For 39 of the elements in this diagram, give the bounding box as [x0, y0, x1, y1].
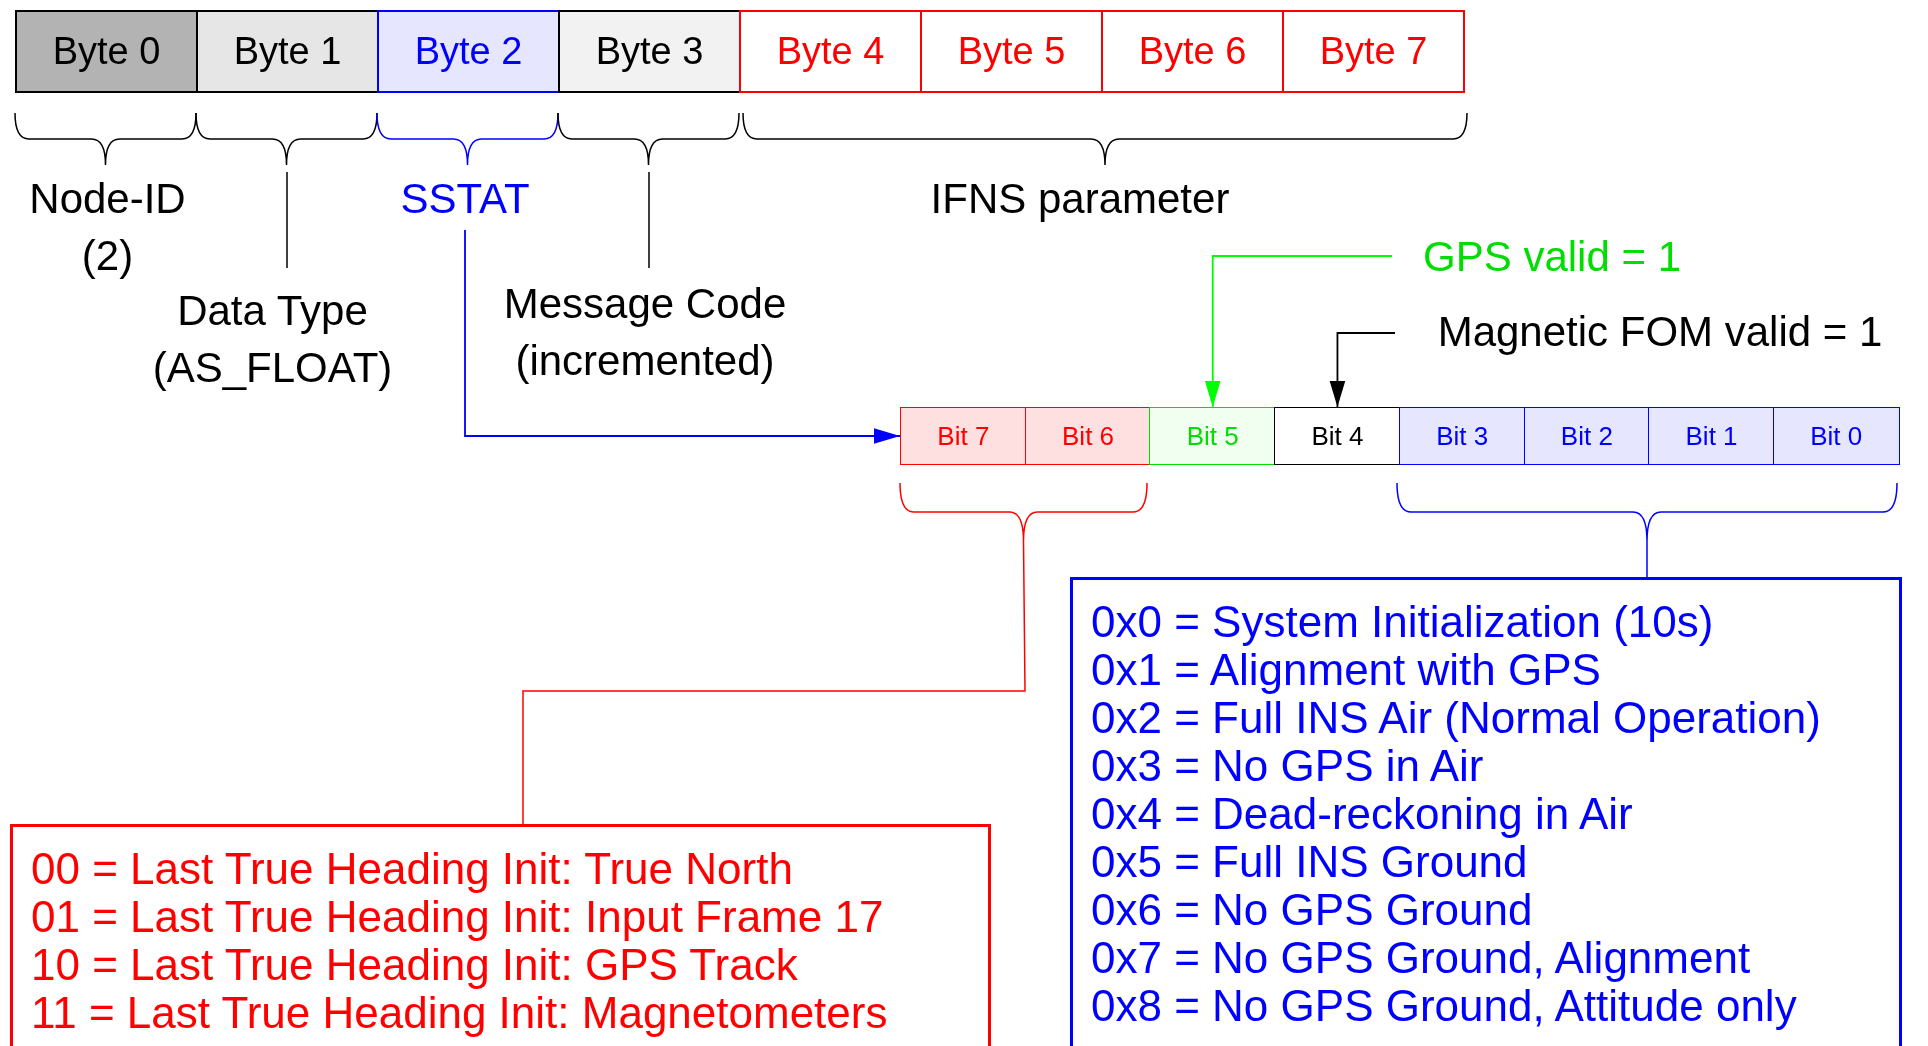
byte-cell: Byte 0	[15, 10, 198, 93]
code-line: 0x6 = No GPS Ground	[1091, 886, 1534, 934]
field-label: GPS valid = 1	[1392, 228, 1712, 284]
arrow	[1329, 332, 1396, 408]
field-label: Message Code (incremented)	[470, 275, 820, 395]
code-line: 0x2 = Full INS Air (Normal Operation)	[1091, 694, 1822, 742]
byte-cell: Byte 1	[196, 10, 379, 93]
code-line: 0x3 = No GPS in Air	[1091, 742, 1484, 790]
bit-cell: Bit 5	[1149, 407, 1277, 465]
code-line: 0x7 = No GPS Ground, Alignment	[1091, 934, 1752, 982]
bit-cell: Bit 7	[900, 407, 1027, 465]
code-line: 0x5 = Full INS Ground	[1091, 838, 1529, 886]
code-line: 0x0 = System Initialization (10s)	[1091, 598, 1715, 646]
code-line: 11 = Last True Heading Init: Magnetometers	[31, 989, 889, 1037]
bit-cell: Bit 1	[1648, 407, 1775, 465]
note-box	[1070, 577, 1902, 1046]
bit-cell: Bit 2	[1523, 407, 1651, 465]
bit-cell: Bit 4	[1274, 407, 1401, 465]
note-box	[10, 824, 991, 1046]
byte-cell: Byte 3	[558, 10, 741, 93]
field-label: IFNS parameter	[900, 170, 1260, 230]
code-line: 00 = Last True Heading Init: True North	[31, 845, 794, 893]
code-line: 10 = Last True Heading Init: GPS Track	[31, 941, 799, 989]
bit-cell: Bit 6	[1024, 407, 1152, 465]
byte-cell: Byte 6	[1101, 10, 1284, 93]
arrow	[1204, 255, 1393, 408]
code-line: 01 = Last True Heading Init: Input Frame 17	[31, 893, 885, 941]
bit-cell: Bit 3	[1398, 407, 1526, 465]
byte-cell: Byte 5	[920, 10, 1103, 93]
bit-cell: Bit 0	[1772, 407, 1900, 465]
field-label: SSTAT	[385, 170, 545, 230]
field-label: Magnetic FOM valid = 1	[1395, 303, 1925, 363]
byte-cell: Byte 7	[1282, 10, 1465, 93]
byte-cell: Byte 4	[739, 10, 922, 93]
code-line: 0x8 = No GPS Ground, Attitude only	[1091, 982, 1798, 1030]
code-line: 0x4 = Dead-reckoning in Air	[1091, 790, 1634, 838]
byte-cell: Byte 2	[377, 10, 560, 93]
code-line: 0x1 = Alignment with GPS	[1091, 646, 1602, 694]
arrow	[464, 229, 901, 444]
